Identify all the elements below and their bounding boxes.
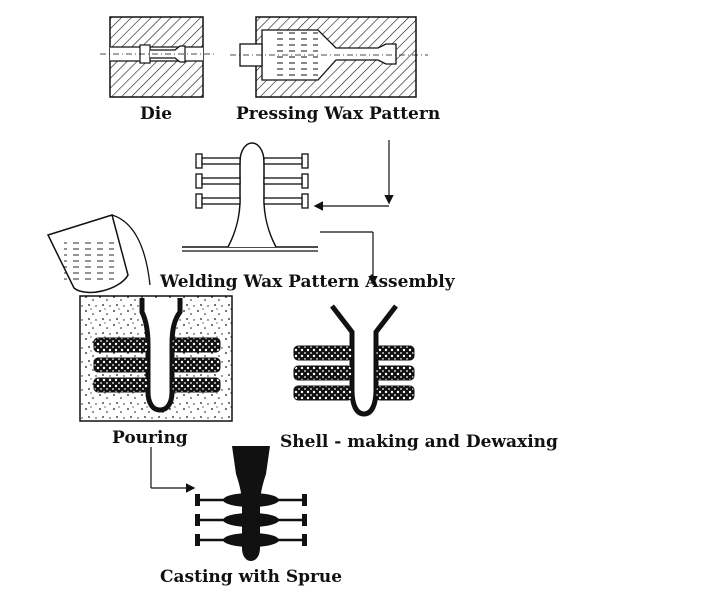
pressing-wax-drawing bbox=[230, 16, 428, 98]
label-welding-wax-pattern-assembly: Welding Wax Pattern Assembly bbox=[160, 272, 455, 292]
label-casting-with-sprue: Casting with Sprue bbox=[160, 567, 343, 587]
label-shell-making-dewaxing: Shell - making and Dewaxing bbox=[280, 432, 558, 452]
shell-drawing bbox=[293, 304, 415, 417]
welding-assembly-drawing bbox=[182, 142, 318, 252]
arrow-welding-to-shell bbox=[320, 231, 378, 286]
label-pouring: Pouring bbox=[112, 428, 188, 448]
pouring-mold-drawing bbox=[79, 295, 233, 422]
arrow-pouring-to-casting bbox=[150, 447, 196, 493]
arrow-pressing-to-welding bbox=[313, 140, 394, 211]
ladle-drawing bbox=[46, 214, 151, 294]
die-drawing bbox=[100, 16, 215, 98]
casting-drawing bbox=[195, 446, 307, 561]
label-die: Die bbox=[140, 104, 173, 124]
label-pressing-wax-pattern: Pressing Wax Pattern bbox=[236, 104, 441, 124]
